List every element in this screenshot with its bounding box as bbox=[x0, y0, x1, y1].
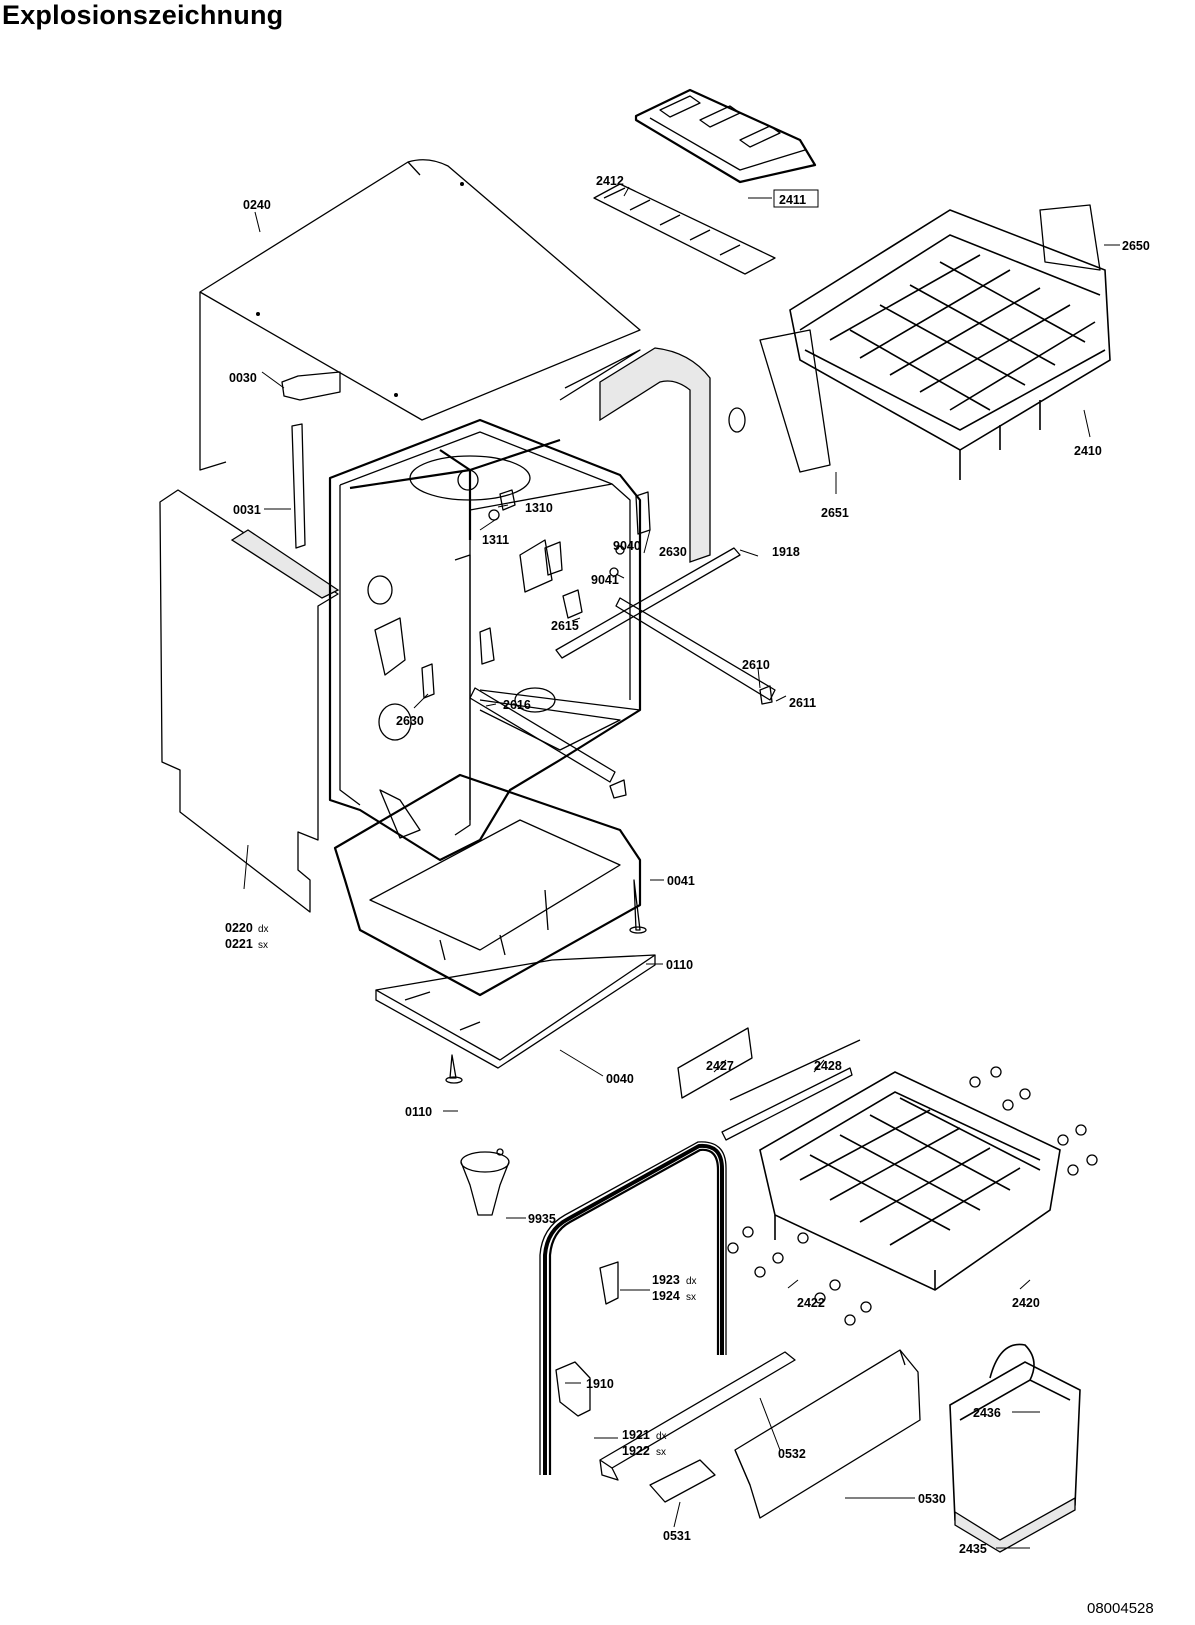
label-1923-suffix: dx bbox=[686, 1276, 697, 1287]
label-0110-upper: 0110 bbox=[666, 958, 693, 972]
label-1918: 1918 bbox=[772, 545, 800, 559]
part-labels: 0240 0030 0031 0220 dx 0221 sx 1310 1311… bbox=[225, 174, 1150, 1556]
top-cover-part bbox=[199, 159, 641, 471]
document-number: 08004528 bbox=[1087, 1600, 1154, 1617]
label-2610: 2610 bbox=[742, 658, 770, 672]
label-1310: 1310 bbox=[525, 501, 553, 515]
label-0041: 0041 bbox=[667, 874, 695, 888]
cutlery-basket-part bbox=[949, 1343, 1081, 1553]
label-2412: 2412 bbox=[596, 174, 624, 188]
plinth-part bbox=[599, 1349, 921, 1519]
page-title: Explosionszeichnung bbox=[2, 0, 284, 30]
rail-part bbox=[281, 371, 341, 549]
salt-cap-part bbox=[460, 1148, 510, 1216]
label-0220: 0220 bbox=[225, 921, 253, 935]
label-0030: 0030 bbox=[229, 371, 257, 385]
label-0040: 0040 bbox=[606, 1072, 634, 1086]
label-2422: 2422 bbox=[797, 1296, 825, 1310]
label-1924-suffix: sx bbox=[686, 1292, 696, 1303]
label-0532: 0532 bbox=[778, 1447, 806, 1461]
label-2411: 2411 bbox=[779, 193, 806, 207]
label-2420: 2420 bbox=[1012, 1296, 1040, 1310]
label-2650: 2650 bbox=[1122, 239, 1150, 253]
label-9041: 9041 bbox=[591, 573, 619, 587]
label-0220-suffix: dx bbox=[258, 924, 269, 935]
label-2611: 2611 bbox=[789, 696, 816, 710]
label-2436: 2436 bbox=[973, 1406, 1001, 1420]
lower-basket-part bbox=[677, 1027, 1098, 1326]
upper-basket-part bbox=[728, 204, 1111, 480]
label-2427: 2427 bbox=[706, 1059, 734, 1073]
label-0240: 0240 bbox=[243, 198, 271, 212]
label-2651: 2651 bbox=[821, 506, 849, 520]
label-2428: 2428 bbox=[814, 1059, 842, 1073]
label-1923: 1923 bbox=[652, 1273, 680, 1287]
door-seal-part bbox=[539, 1141, 727, 1475]
base-frame-part bbox=[333, 773, 656, 1084]
label-9040: 9040 bbox=[613, 539, 641, 553]
label-0531: 0531 bbox=[663, 1529, 691, 1543]
label-2435: 2435 bbox=[959, 1542, 987, 1556]
label-2630-upper: 2630 bbox=[659, 545, 687, 559]
tub-body-part bbox=[328, 418, 642, 862]
label-2411-box bbox=[773, 189, 819, 208]
label-0110-lower: 0110 bbox=[405, 1105, 432, 1119]
label-1924: 1924 bbox=[652, 1289, 680, 1303]
label-9935: 9935 bbox=[528, 1212, 556, 1226]
label-0031: 0031 bbox=[233, 503, 261, 517]
side-panel-part bbox=[159, 489, 340, 913]
label-2410: 2410 bbox=[1074, 444, 1102, 458]
label-1921: 1921 bbox=[622, 1428, 650, 1442]
hinge-part bbox=[555, 1261, 619, 1417]
label-2615: 2615 bbox=[551, 619, 579, 633]
label-1910: 1910 bbox=[586, 1377, 614, 1391]
slide-rails-part bbox=[469, 547, 776, 799]
label-1921-suffix: dx bbox=[656, 1431, 667, 1442]
cutlery-tray-part bbox=[593, 88, 817, 275]
label-0221-suffix: sx bbox=[258, 940, 268, 951]
label-0221: 0221 bbox=[225, 937, 253, 951]
label-1922-suffix: sx bbox=[656, 1447, 666, 1458]
label-1922: 1922 bbox=[622, 1444, 650, 1458]
label-2630-lower: 2630 bbox=[396, 714, 424, 728]
insulation-panel-part bbox=[559, 347, 711, 563]
small-parts bbox=[421, 489, 651, 699]
leader-lines bbox=[243, 186, 1120, 1549]
label-2616: 2616 bbox=[503, 698, 531, 712]
label-1311: 1311 bbox=[482, 533, 509, 547]
label-0530: 0530 bbox=[918, 1492, 946, 1506]
